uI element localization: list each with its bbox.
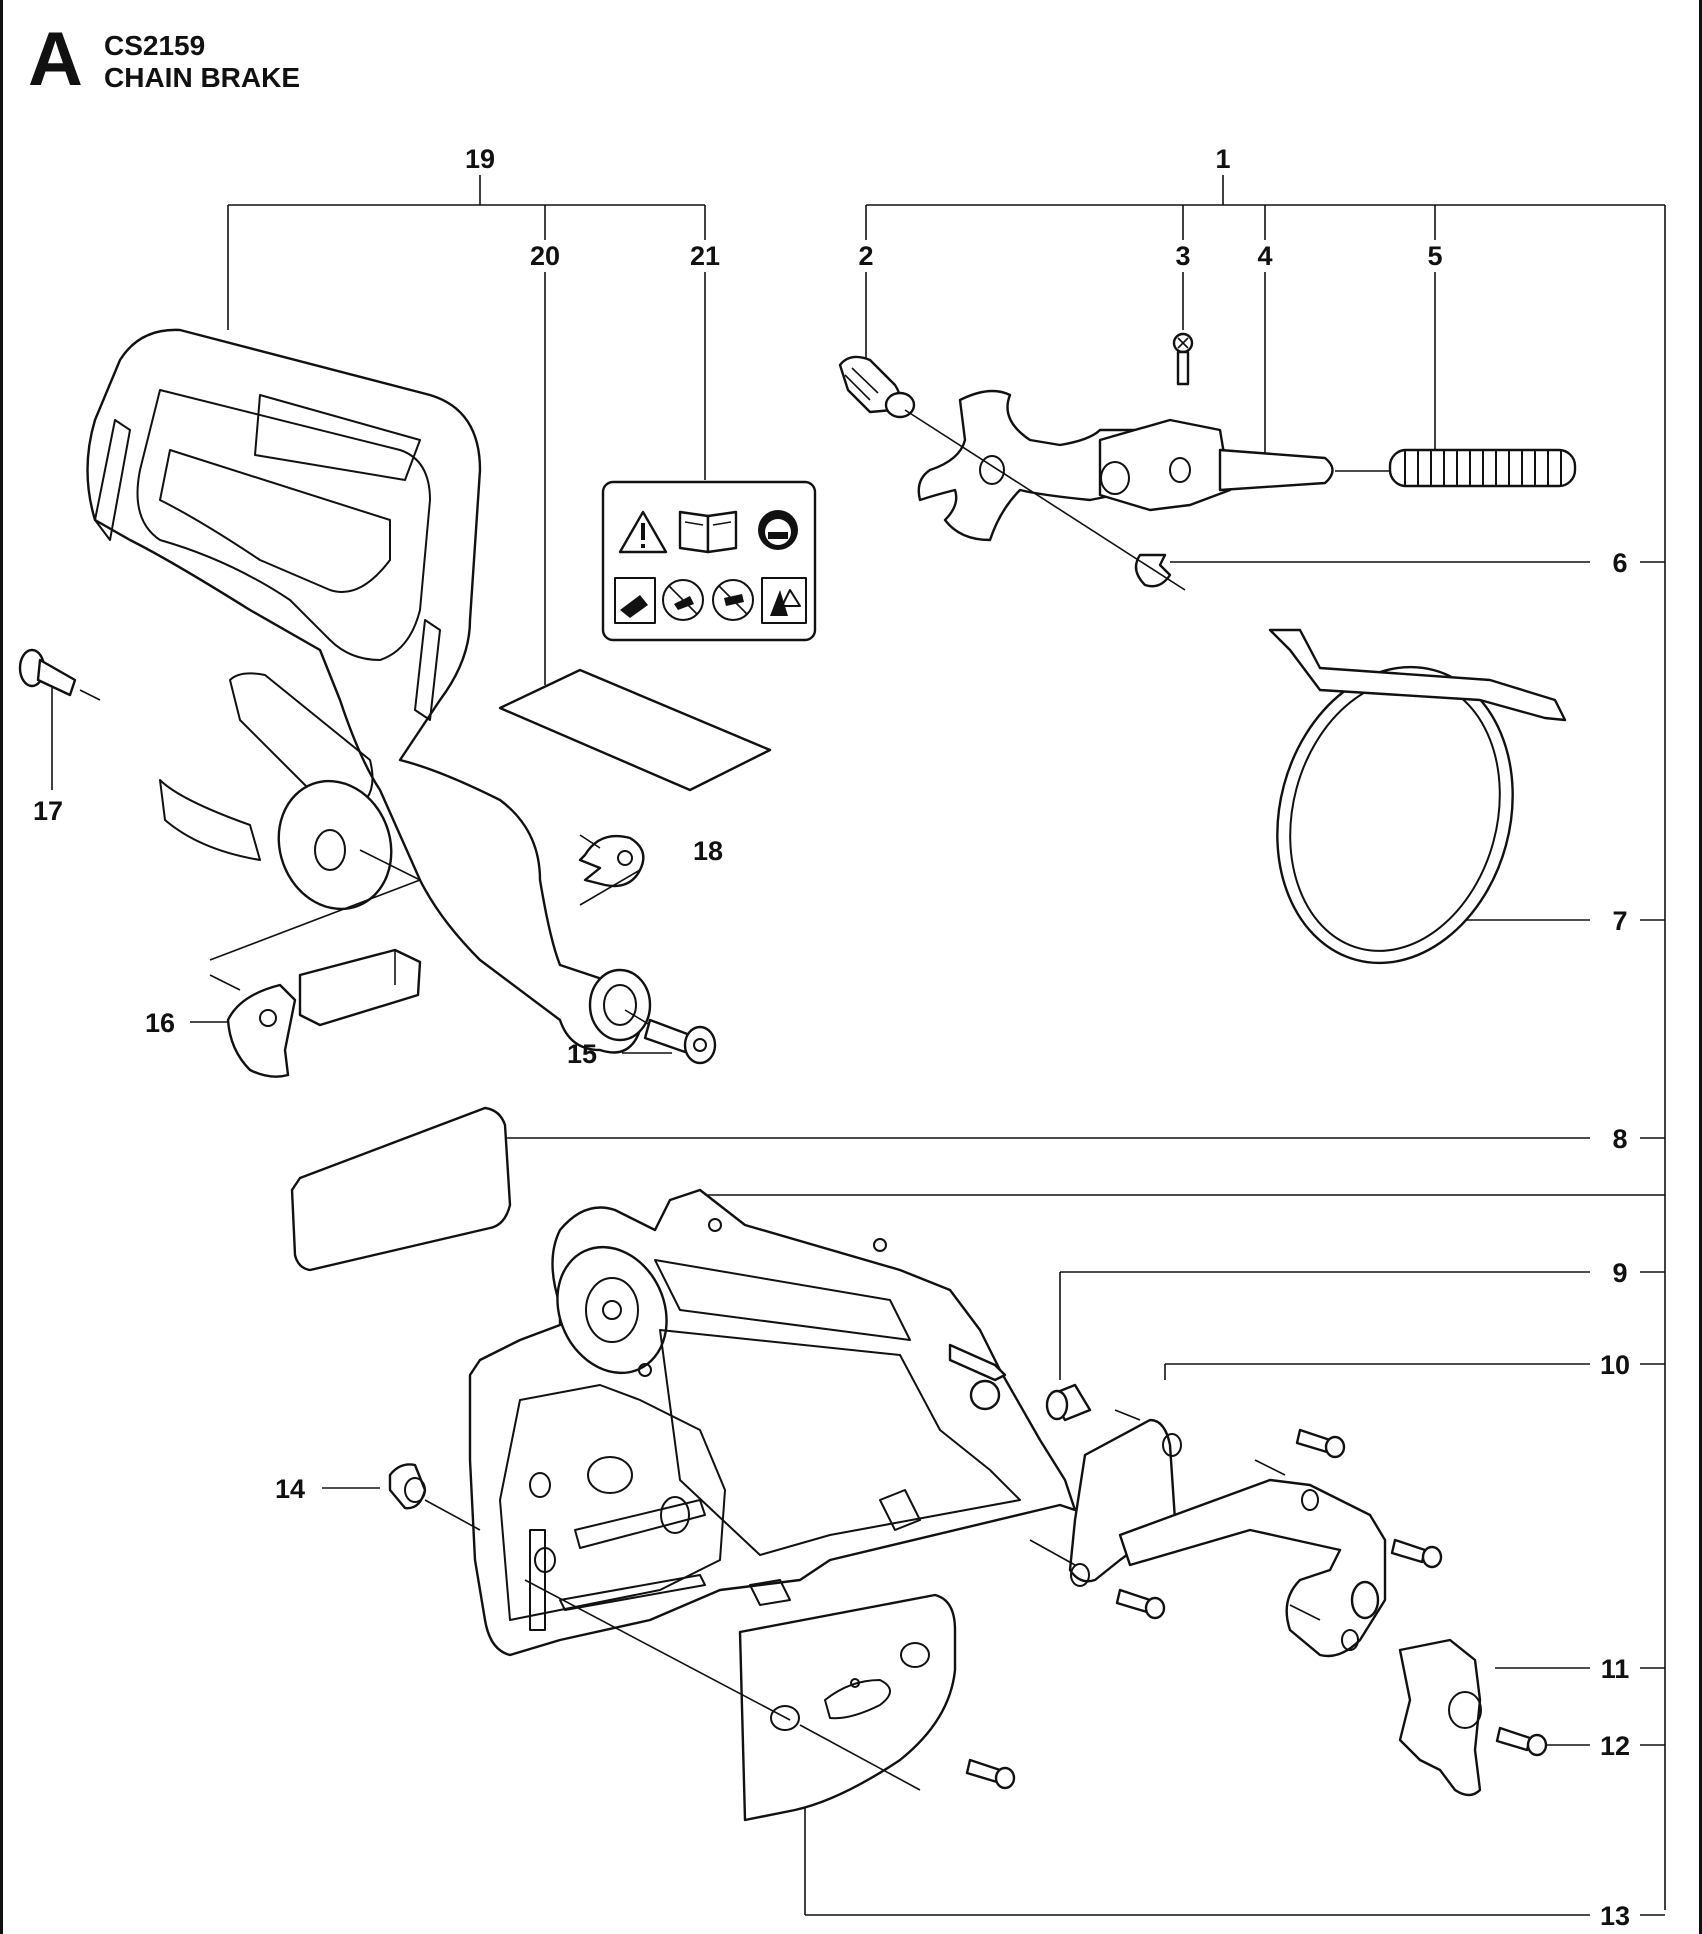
knob-part-2 (838, 355, 916, 419)
clutch-cover-housing (468, 1188, 1077, 1657)
brake-lever-assembly-part-1 (838, 332, 1577, 591)
callout-12: 12 (1600, 1731, 1630, 1761)
safety-helmet-icon (758, 510, 798, 550)
callout-1: 1 (1215, 144, 1230, 174)
pin-part-9 (1045, 1383, 1092, 1422)
decal-part-8 (290, 1106, 512, 1272)
guide-part-11 (1398, 1638, 1482, 1797)
brake-band-part-7 (1268, 628, 1567, 965)
callout-15: 15 (567, 1039, 597, 1069)
callout-21: 21 (690, 241, 720, 271)
leader-lines (51, 175, 1666, 1916)
callout-17: 17 (33, 796, 63, 826)
bushing-part-16 (209, 948, 422, 1078)
spring-clip-part-18 (578, 834, 645, 906)
spring-part-5 (1335, 448, 1577, 488)
callout-8: 8 (1612, 1124, 1627, 1154)
diagram-title: CHAIN BRAKE (104, 62, 300, 93)
callout-numbers: 1 2 3 4 5 6 7 8 9 10 11 12 13 14 15 16 1… (33, 144, 1630, 1931)
callout-9: 9 (1612, 1258, 1627, 1288)
callout-10: 10 (1600, 1350, 1630, 1380)
warning-label-part-21 (601, 480, 817, 642)
callout-13: 13 (1600, 1901, 1630, 1931)
no-tip-cut-icon (712, 579, 754, 621)
model-code: CS2159 (104, 30, 206, 61)
no-one-hand-icon (662, 579, 704, 621)
inner-plate-part-13 (524, 1579, 957, 1822)
callout-16: 16 (145, 1008, 175, 1038)
callout-20: 20 (530, 241, 560, 271)
callout-19: 19 (465, 144, 495, 174)
callout-14: 14 (275, 1474, 305, 1504)
section-letter: A (28, 17, 83, 102)
link-bracket-part-4 (1098, 418, 1334, 512)
front-handguard-part-19 (86, 328, 701, 1056)
nut-part-14 (388, 1463, 481, 1531)
callout-2: 2 (858, 241, 873, 271)
warning-triangle-icon (618, 510, 668, 554)
screw-part-12 (1495, 1726, 1548, 1757)
screws-for-cover (965, 1428, 1443, 1790)
callout-18: 18 (693, 836, 723, 866)
clip-part-6 (904, 409, 1186, 591)
callout-3: 3 (1175, 241, 1190, 271)
callout-5: 5 (1427, 241, 1442, 271)
screw-part-3 (1172, 332, 1194, 386)
callout-4: 4 (1257, 241, 1272, 271)
manual-book-icon (678, 510, 738, 554)
callout-7: 7 (1612, 906, 1627, 936)
screw-part-15 (643, 1018, 717, 1065)
kickback-icon (614, 577, 656, 624)
screw-part-17 (18, 648, 101, 701)
protective-gear-icon (761, 577, 807, 624)
decal-part-20 (498, 668, 772, 792)
callout-6: 6 (1612, 548, 1627, 578)
callout-11: 11 (1601, 1654, 1630, 1684)
cover-bracket-part-10 (1029, 1409, 1387, 1658)
